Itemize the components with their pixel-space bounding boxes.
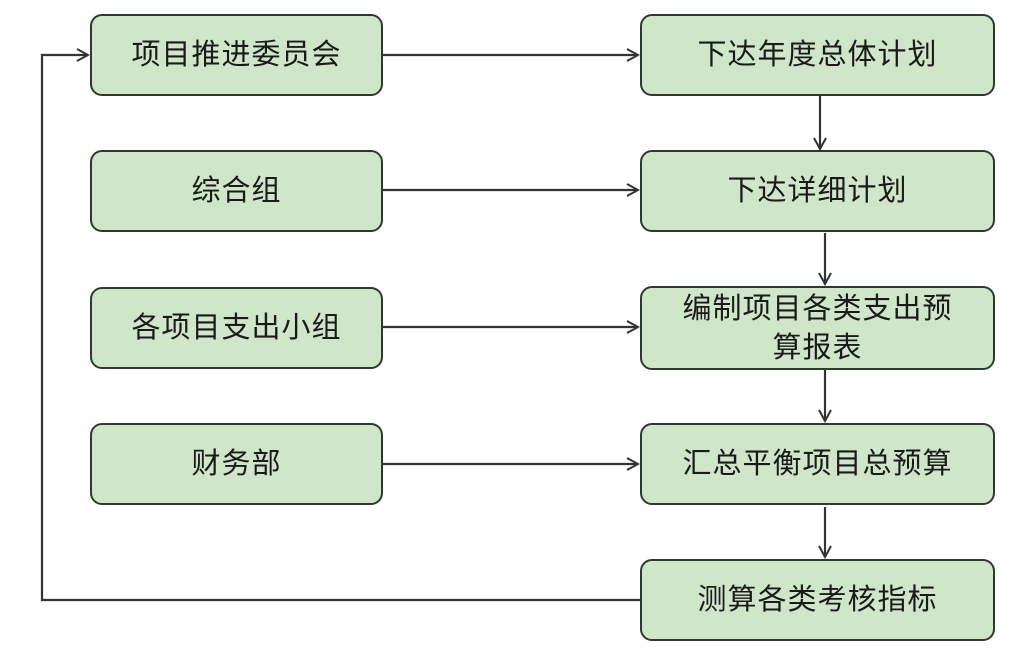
- node-project-committee: 项目推进委员会: [90, 14, 383, 96]
- node-label: 综合组: [191, 173, 282, 208]
- node-label: 各项目支出小组: [131, 310, 342, 345]
- node-label: 编制项目各类支出预 算报表: [682, 290, 953, 364]
- node-finance-dept: 财务部: [90, 423, 383, 505]
- node-label: 下达详细计划: [727, 173, 908, 208]
- node-label: 汇总平衡项目总预算: [682, 446, 953, 481]
- node-expense-groups: 各项目支出小组: [90, 287, 383, 369]
- node-total-budget: 汇总平衡项目总预算: [640, 423, 995, 505]
- node-budget-report: 编制项目各类支出预 算报表: [640, 286, 995, 370]
- node-label: 测算各类考核指标: [697, 582, 938, 617]
- node-detail-plan: 下达详细计划: [640, 150, 995, 232]
- node-general-group: 综合组: [90, 150, 383, 232]
- arrow-indicators-to-committee: [40, 55, 640, 602]
- node-label: 项目推进委员会: [131, 37, 342, 72]
- node-label: 财务部: [191, 446, 282, 481]
- node-assessment-indicators: 测算各类考核指标: [640, 559, 995, 641]
- node-annual-plan: 下达年度总体计划: [640, 14, 995, 96]
- node-label: 下达年度总体计划: [697, 37, 938, 72]
